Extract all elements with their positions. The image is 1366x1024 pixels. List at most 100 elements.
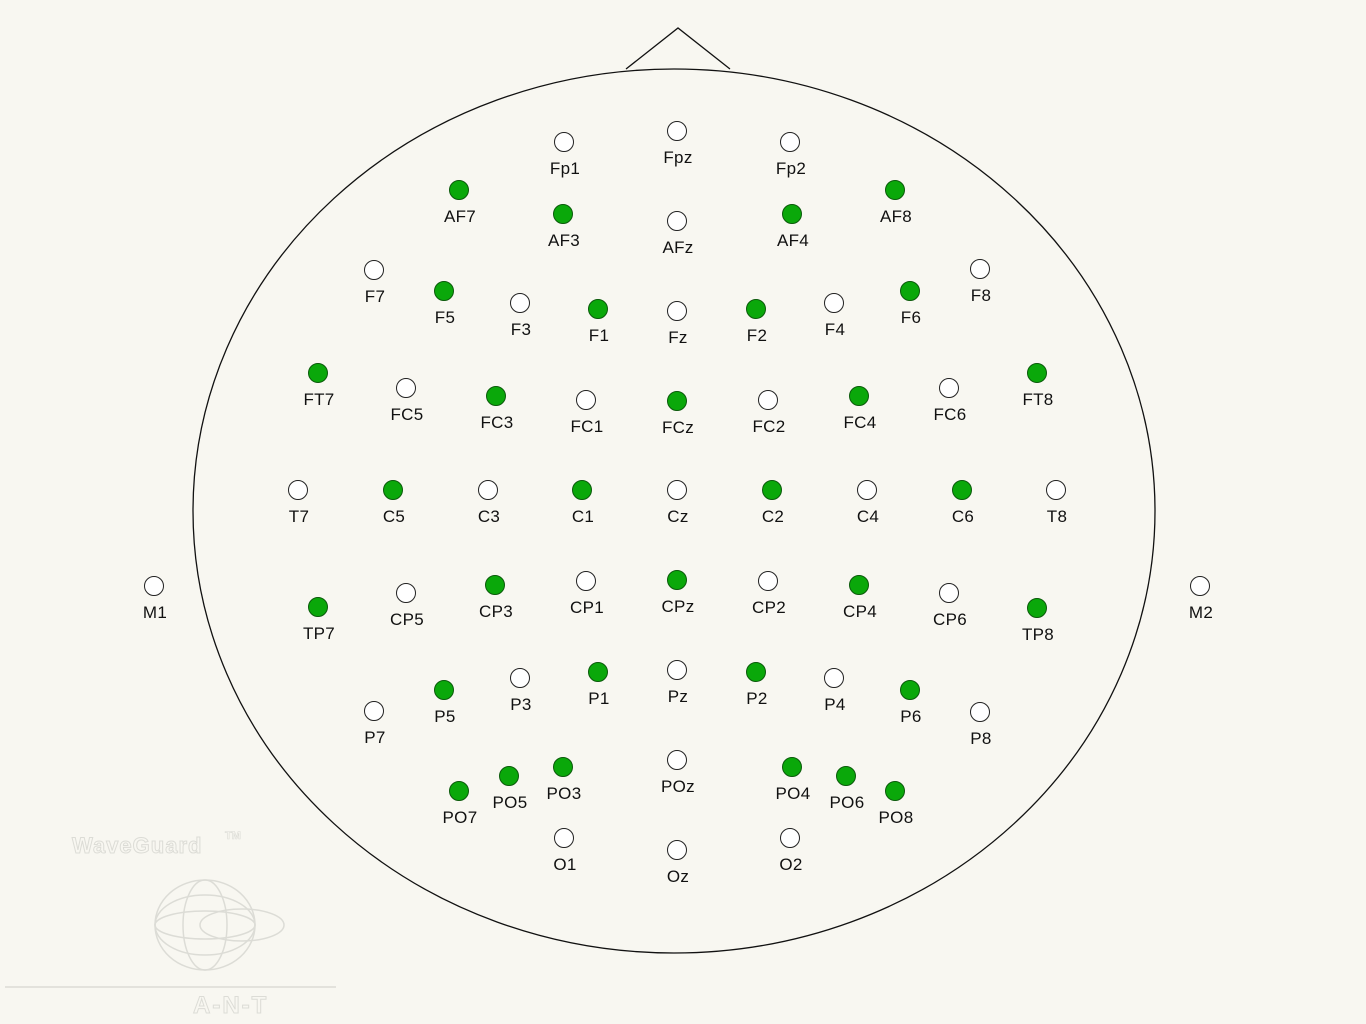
electrode-dot[interactable] [554, 828, 574, 848]
electrode-label: T7 [288, 507, 310, 526]
electrode-dot[interactable] [900, 281, 920, 301]
electrode-dot[interactable] [576, 571, 596, 591]
electrode-dot[interactable] [780, 132, 800, 152]
electrode-dot[interactable] [1046, 480, 1066, 500]
electrode-label: P8 [970, 729, 992, 748]
electrode-dot[interactable] [396, 378, 416, 398]
electrode-label: F8 [970, 286, 992, 305]
electrode-label: POz [661, 777, 695, 796]
electrode-dot[interactable] [667, 391, 687, 411]
electrode-label: C2 [761, 507, 785, 526]
electrode-dot[interactable] [449, 781, 469, 801]
electrode-dot[interactable] [885, 180, 905, 200]
electrode-dot[interactable] [499, 766, 519, 786]
electrode-dot[interactable] [667, 121, 687, 141]
electrode-dot[interactable] [782, 204, 802, 224]
electrode-dot[interactable] [478, 480, 498, 500]
electrode-label: P3 [510, 695, 532, 714]
electrode-dot[interactable] [434, 281, 454, 301]
electrode-dot[interactable] [553, 204, 573, 224]
electrode-dot[interactable] [576, 390, 596, 410]
electrode-dot[interactable] [667, 570, 687, 590]
electrode-label: F1 [588, 326, 610, 345]
electrode-dot[interactable] [588, 662, 608, 682]
electrode-dot[interactable] [308, 363, 328, 383]
electrode-label: Cz [667, 507, 689, 526]
electrode-dot[interactable] [364, 260, 384, 280]
electrode-dot[interactable] [762, 480, 782, 500]
electrode-dot[interactable] [396, 583, 416, 603]
electrode-dot[interactable] [572, 480, 592, 500]
electrode-label: Fpz [663, 148, 693, 167]
electrode-label: C1 [571, 507, 595, 526]
electrode-dot[interactable] [588, 299, 608, 319]
electrode-dot[interactable] [485, 575, 505, 595]
electrode-dot[interactable] [667, 211, 687, 231]
electrode-dot[interactable] [746, 662, 766, 682]
electrode-label: PO8 [878, 808, 914, 827]
electrode-label: P5 [434, 707, 456, 726]
electrode-dot[interactable] [288, 480, 308, 500]
electrode-dot[interactable] [1027, 363, 1047, 383]
electrode-label: Oz [666, 867, 690, 886]
electrode-dot[interactable] [824, 668, 844, 688]
electrode-label: CP2 [752, 598, 786, 617]
electrode-dot[interactable] [849, 575, 869, 595]
electrode-dot[interactable] [308, 597, 328, 617]
electrode-label: TP7 [302, 624, 336, 643]
electrode-label: PO4 [775, 784, 811, 803]
electrode-dot[interactable] [364, 701, 384, 721]
electrode-dot[interactable] [554, 132, 574, 152]
electrode-dot[interactable] [144, 576, 164, 596]
electrode-dot[interactable] [970, 702, 990, 722]
electrode-dot[interactable] [824, 293, 844, 313]
electrode-dot[interactable] [746, 299, 766, 319]
electrode-label: O2 [779, 855, 803, 874]
electrode-label: F6 [900, 308, 922, 327]
electrode-label: F5 [434, 308, 456, 327]
electrode-label: AF7 [443, 207, 477, 226]
electrode-label: C5 [382, 507, 406, 526]
electrode-label: P1 [588, 689, 610, 708]
electrode-label: T8 [1046, 507, 1068, 526]
electrode-label: CPz [661, 597, 695, 616]
electrode-dot[interactable] [383, 480, 403, 500]
electrode-dot[interactable] [667, 480, 687, 500]
electrode-label: PO6 [829, 793, 865, 812]
nose-icon [625, 27, 731, 70]
electrode-dot[interactable] [970, 259, 990, 279]
electrode-dot[interactable] [667, 840, 687, 860]
electrode-dot[interactable] [939, 583, 959, 603]
electrode-dot[interactable] [782, 757, 802, 777]
electrode-label: Pz [667, 687, 689, 706]
electrode-dot[interactable] [486, 386, 506, 406]
electrode-label: FC6 [933, 405, 967, 424]
electrode-dot[interactable] [758, 390, 778, 410]
electrode-label: FT8 [1022, 390, 1054, 409]
electrode-dot[interactable] [900, 680, 920, 700]
electrode-dot[interactable] [1190, 576, 1210, 596]
electrode-dot[interactable] [849, 386, 869, 406]
electrode-label: Fp2 [775, 159, 807, 178]
electrode-dot[interactable] [667, 301, 687, 321]
electrode-dot[interactable] [939, 378, 959, 398]
electrode-dot[interactable] [857, 480, 877, 500]
electrode-dot[interactable] [885, 781, 905, 801]
electrode-dot[interactable] [553, 757, 573, 777]
electrode-label: PO3 [546, 784, 582, 803]
electrode-label: CP3 [479, 602, 513, 621]
electrode-dot[interactable] [449, 180, 469, 200]
electrode-label: PO5 [492, 793, 528, 812]
electrode-dot[interactable] [1027, 598, 1047, 618]
electrode-dot[interactable] [758, 571, 778, 591]
electrode-dot[interactable] [836, 766, 856, 786]
electrode-dot[interactable] [434, 680, 454, 700]
electrode-dot[interactable] [667, 750, 687, 770]
electrode-dot[interactable] [952, 480, 972, 500]
electrode-label: CP4 [843, 602, 877, 621]
electrode-dot[interactable] [510, 293, 530, 313]
electrode-label: PO7 [442, 808, 478, 827]
electrode-dot[interactable] [510, 668, 530, 688]
electrode-dot[interactable] [780, 828, 800, 848]
electrode-dot[interactable] [667, 660, 687, 680]
